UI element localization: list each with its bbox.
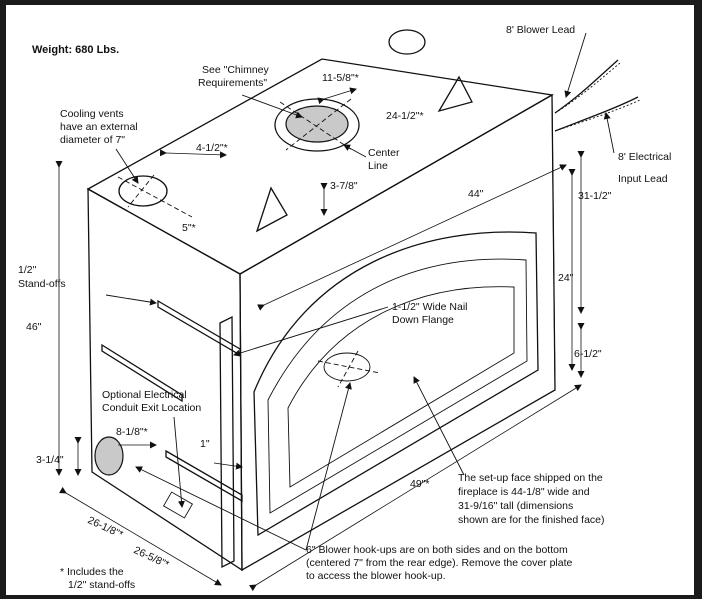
dim-4-1-2-label: 4-1/2"* [196, 142, 228, 154]
setup-face-line4: shown are for the finished face) [458, 514, 605, 526]
chimney-note-line2: Requirements" [198, 77, 267, 89]
setup-face-line1: The set-up face shipped on the [458, 472, 603, 484]
text-labels: Weight: 680 Lbs. See "Chimney Requiremen… [18, 24, 671, 591]
dim-3-1-4-label: 3-1/4" [36, 454, 64, 466]
standoffs-line2: Stand-offs [18, 278, 66, 290]
dim-11-5-8-label: 11-5/8"* [322, 72, 359, 84]
left-side-face [87, 187, 243, 572]
top-face [86, 58, 554, 275]
weight-label: Weight: 680 Lbs. [32, 44, 119, 56]
nail-flange-line2: Down Flange [392, 314, 454, 326]
standoff-rail-middle [101, 343, 183, 403]
conduit-line2: Conduit Exit Location [102, 402, 201, 414]
blower-hookup-line3: to access the blower hook-up. [306, 570, 446, 582]
chimney-collar-inner [285, 105, 349, 143]
dim-5-label: 5"* [182, 222, 196, 234]
dimension-lines [55, 87, 585, 592]
dim-3-7-8-label: 3-7/8" [330, 180, 358, 192]
dim-8-1-8-label: 8-1/8"* [116, 426, 148, 438]
nail-flange-line1: 1-1/2" Wide Nail [392, 301, 468, 313]
rear-flue-collar [388, 29, 426, 55]
dim-44-label: 44" [468, 188, 484, 200]
cover-plate [162, 491, 194, 519]
dim-26-1-8-label: 26-1/8"* [86, 514, 125, 541]
cooling-vent [118, 175, 168, 207]
bottom-blower-hookup [323, 352, 371, 382]
blower-hookup-line1: 6" Blower hook-ups are on both sides and… [306, 544, 568, 556]
standoff-tab-front [255, 186, 288, 233]
fireplace-dimension-drawing: Weight: 680 Lbs. See "Chimney Requiremen… [18, 24, 671, 592]
dim-24-label: 24" [558, 272, 574, 284]
cooling-vents-line2: have an external [60, 121, 138, 133]
dim-49-label: 49"* [410, 478, 430, 490]
dim-46-label: 46" [26, 321, 42, 333]
nail-flange [219, 315, 235, 569]
standoff-rail-upper [157, 299, 241, 357]
chimney-note-line1: See "Chimney [202, 64, 270, 76]
conduit-line1: Optional Electrical [102, 389, 187, 401]
footnote-line2: 1/2" stand-offs [68, 579, 135, 591]
chimney-collar-outer [274, 98, 360, 152]
leader-lines [105, 32, 615, 551]
setup-face-line3: 31-9/16" tall (dimensions [458, 500, 573, 512]
footnote-line1: * Includes the [60, 566, 124, 578]
leads [554, 59, 641, 132]
dim-1-label: 1" [200, 438, 210, 450]
dim-24-1-2-label: 24-1/2"* [386, 110, 424, 122]
standoff-tab-rear [437, 75, 473, 113]
center-line-line1: Center [368, 147, 400, 159]
top-details [117, 29, 473, 233]
electrical-lead-line2: Input Lead [618, 173, 668, 185]
dim-31-1-2-label: 31-1/2" [578, 190, 612, 202]
standoff-rail-lower [165, 449, 243, 503]
dim-26-5-8-label: 26-5/8"* [132, 544, 171, 571]
drawing-sheet: Weight: 680 Lbs. See "Chimney Requiremen… [6, 5, 694, 595]
standoffs-line1: 1/2" [18, 264, 37, 276]
blower-lead-label: 8' Blower Lead [506, 24, 575, 36]
center-line-line2: Line [368, 160, 388, 172]
conduit-exit [94, 436, 124, 476]
cooling-vents-line1: Cooling vents [60, 108, 124, 120]
setup-face-line2: fireplace is 44-1/8" wide and [458, 486, 590, 498]
blower-hookup-line2: (centered 7" from the rear edge). Remove… [306, 557, 573, 569]
dim-6-1-2-label: 6-1/2" [574, 348, 602, 360]
electrical-lead-line1: 8' Electrical [618, 151, 671, 163]
cooling-vents-line3: diameter of 7" [60, 134, 125, 146]
